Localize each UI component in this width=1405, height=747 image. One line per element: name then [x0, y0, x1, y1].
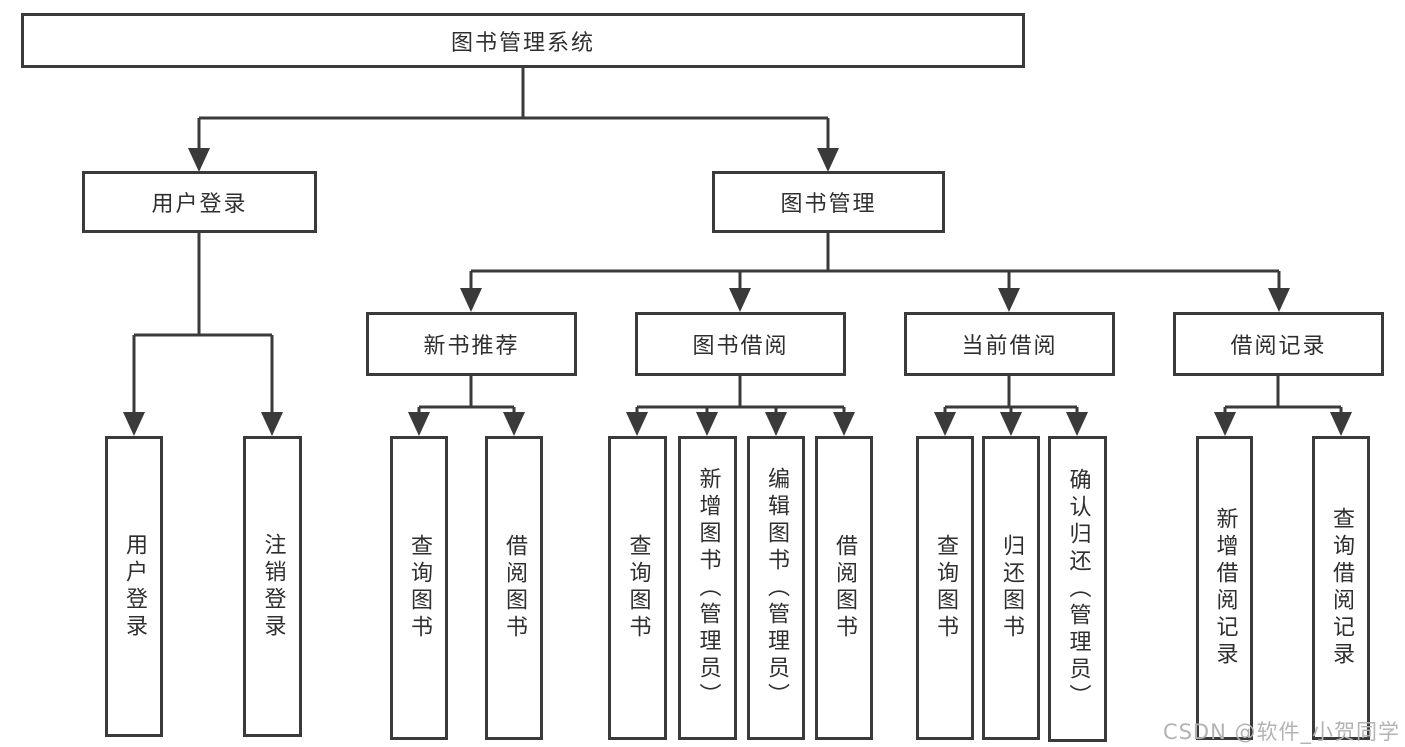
node-current-borrowing: 当前借阅 — [904, 312, 1115, 376]
node-borrowing-borrow-book: 借阅图书 — [815, 436, 873, 740]
node-current-borrowing-label: 当前借阅 — [961, 334, 1058, 359]
connectors-borrowing-group — [626, 376, 855, 436]
node-user-login-leaf: 用户登录 — [105, 436, 163, 737]
node-library-system-root: 图书管理系统 — [21, 13, 1025, 68]
node-current-query-book-label: 查询图书 — [933, 534, 958, 642]
node-book-borrowing-label: 图书借阅 — [692, 334, 789, 359]
node-current-return-book-label: 归还图书 — [999, 534, 1024, 642]
node-recommend-query-book: 查询图书 — [390, 436, 448, 740]
node-borrowing-query-book: 查询图书 — [608, 436, 667, 740]
node-logout-leaf: 注销登录 — [243, 436, 302, 737]
branch-line — [132, 233, 274, 414]
arrowhead — [833, 412, 855, 436]
arrowhead — [503, 412, 525, 436]
node-borrowing-borrow-book-label: 借阅图书 — [832, 534, 857, 642]
branch-line — [1223, 376, 1343, 414]
connectors-level2 — [188, 68, 839, 172]
branch-line — [469, 233, 1281, 290]
arrowhead — [1066, 412, 1088, 436]
arrowhead — [460, 288, 482, 312]
arrowhead — [696, 412, 718, 436]
node-records-add-record-label: 新增借阅记录 — [1212, 507, 1238, 669]
arrowhead — [123, 412, 145, 436]
branch-line — [943, 376, 1079, 414]
node-records-add-record: 新增借阅记录 — [1196, 436, 1253, 740]
node-user-login-branch-label: 用户登录 — [151, 192, 248, 217]
arrowhead — [1214, 412, 1236, 436]
arrowhead — [1268, 288, 1290, 312]
arrowhead — [817, 148, 839, 172]
arrowhead — [261, 412, 283, 436]
node-borrowing-edit-book-admin-label: 编辑图书（管理员） — [764, 466, 789, 710]
csdn-watermark: CSDN @软件_小贺同学 — [1162, 720, 1400, 744]
arrowhead — [408, 412, 430, 436]
node-book-management-label: 图书管理 — [780, 192, 877, 217]
arrowhead — [729, 288, 751, 312]
node-borrowing-add-book-admin-label: 新增图书（管理员） — [695, 466, 721, 710]
connectors-recommend-group — [408, 376, 525, 436]
arrowhead — [1330, 412, 1352, 436]
node-records-query-record-label: 查询借阅记录 — [1329, 507, 1354, 669]
node-borrowing-query-book-label: 查询图书 — [625, 534, 651, 642]
node-current-query-book: 查询图书 — [916, 436, 974, 740]
node-records-query-record: 查询借阅记录 — [1312, 436, 1370, 740]
node-current-confirm-return-admin: 确认归还（管理员） — [1048, 436, 1107, 742]
node-recommend-borrow-book-label: 借阅图书 — [502, 534, 527, 642]
branch-line — [635, 376, 846, 414]
branch-line — [197, 68, 830, 150]
node-recommend-borrow-book: 借阅图书 — [485, 436, 543, 740]
node-new-book-recommend: 新书推荐 — [366, 312, 577, 376]
node-new-book-recommend-label: 新书推荐 — [423, 334, 520, 359]
connectors-level3 — [460, 233, 1290, 312]
node-borrowing-records: 借阅记录 — [1173, 312, 1384, 376]
node-user-login-branch: 用户登录 — [82, 171, 317, 233]
connectors-user-login-group — [123, 233, 283, 436]
branch-line — [417, 376, 516, 414]
node-book-management: 图书管理 — [712, 171, 945, 233]
connectors-records-group — [1214, 376, 1352, 436]
node-library-system-root-label: 图书管理系统 — [450, 30, 595, 56]
node-user-login-leaf-label: 用户登录 — [122, 532, 147, 641]
arrowhead — [765, 412, 787, 436]
node-borrowing-edit-book-admin: 编辑图书（管理员） — [747, 436, 805, 740]
arrowhead — [626, 412, 648, 436]
node-book-borrowing: 图书借阅 — [635, 312, 846, 376]
arrowhead — [998, 288, 1020, 312]
node-current-confirm-return-admin-label: 确认归还（管理员） — [1065, 467, 1091, 711]
node-current-return-book: 归还图书 — [982, 436, 1040, 740]
arrowhead — [1000, 412, 1022, 436]
arrowhead — [188, 148, 210, 172]
node-borrowing-add-book-admin: 新增图书（管理员） — [678, 436, 737, 740]
connectors-current-group — [934, 376, 1088, 436]
node-borrowing-records-label: 借阅记录 — [1230, 334, 1327, 359]
node-recommend-query-book-label: 查询图书 — [407, 534, 432, 642]
node-logout-leaf-label: 注销登录 — [260, 532, 286, 641]
arrowhead — [934, 412, 956, 436]
